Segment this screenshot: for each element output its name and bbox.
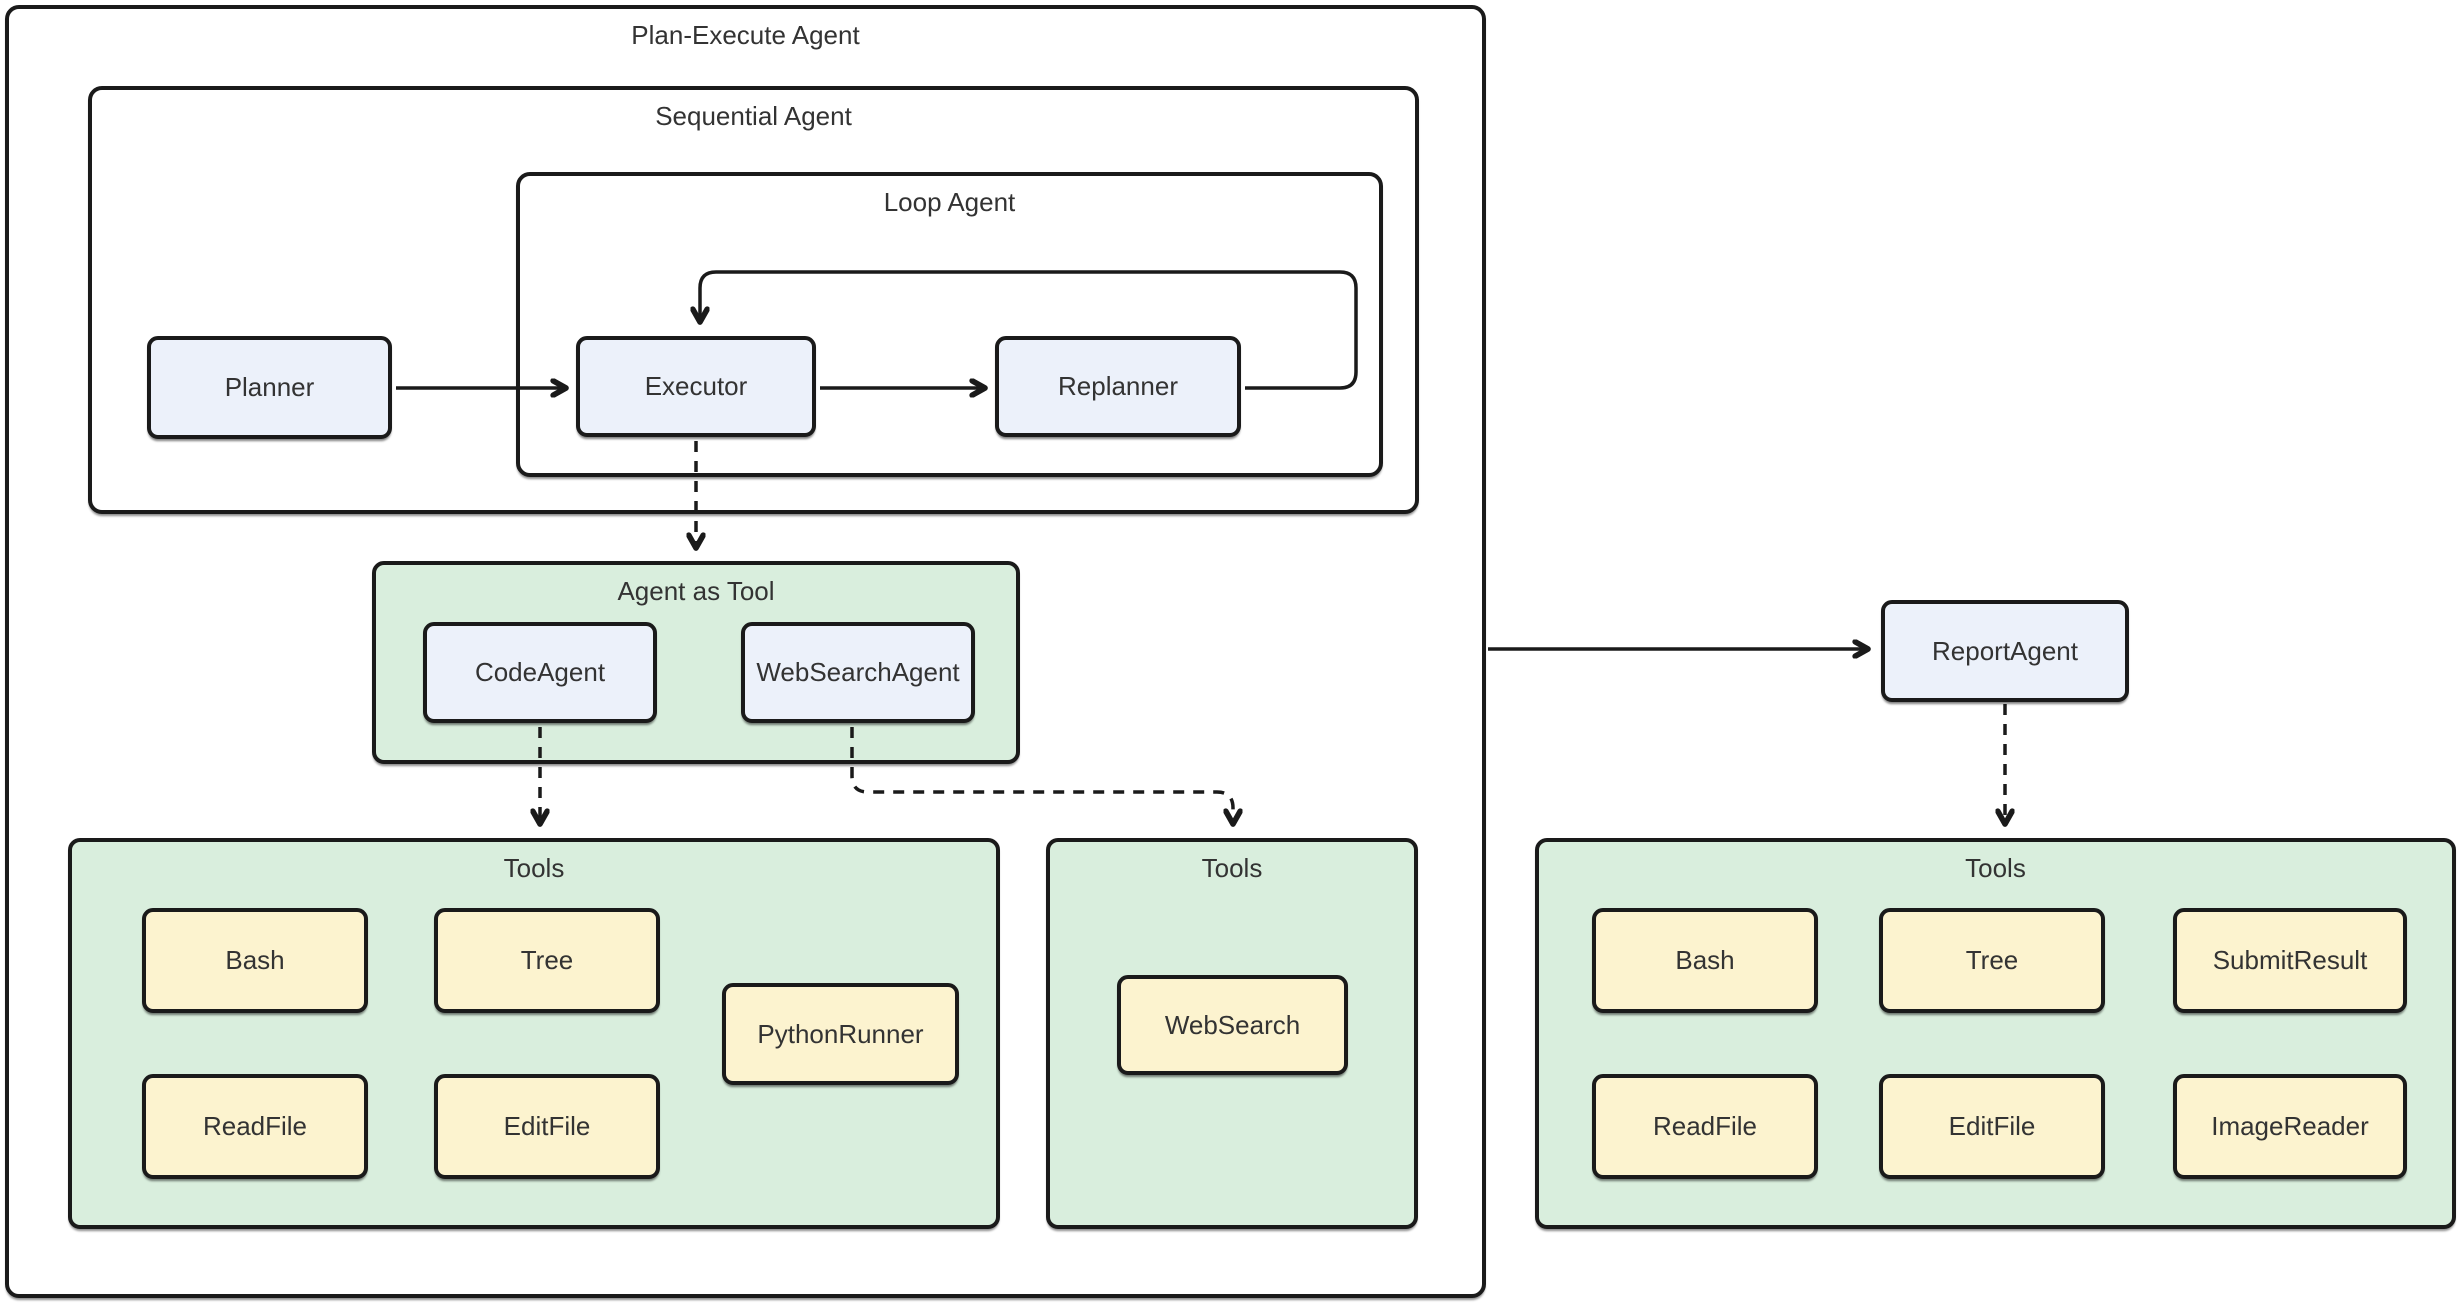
group-agent-as-tool-label: Agent as Tool [617,576,775,606]
group-tools-left-label: Tools [503,853,565,883]
node-tools-left-edit-file: EditFile [434,1074,660,1179]
node-report-agent-label: ReportAgent [1932,635,2078,666]
node-tools-right-submit-result-label: SubmitResult [2212,945,2368,975]
node-tools-left-tree: Tree [434,908,660,1013]
node-code-agent: CodeAgent [423,622,657,723]
node-tools-left-tree-label: Tree [520,945,574,975]
node-tools-right-bash-label: Bash [1675,945,1735,975]
node-tools-right-edit-file: EditFile [1879,1074,2105,1179]
node-tools-right-submit-result: SubmitResult [2173,908,2407,1013]
node-replanner: Replanner [995,336,1241,437]
container-loop-agent-label: Loop Agent [883,187,1016,217]
node-executor: Executor [576,336,816,437]
node-web-search-agent: WebSearchAgent [741,622,975,723]
node-tools-left-python-runner-label: PythonRunner [757,1018,924,1049]
node-tools-left-read-file: ReadFile [142,1074,368,1179]
container-plan-execute-agent-label: Plan-Execute Agent [631,20,860,50]
node-tools-left-bash: Bash [142,908,368,1013]
node-planner-label: Planner [224,372,315,402]
node-tools-right-read-file: ReadFile [1592,1074,1818,1179]
node-tools-right-tree: Tree [1879,908,2105,1013]
node-replanner-label: Replanner [1058,371,1178,401]
node-tools-right-edit-file-label: EditFile [1948,1111,2036,1141]
node-tools-right-image-reader: ImageReader [2173,1074,2407,1179]
node-tools-mid-web-search-label: WebSearch [1164,1009,1301,1040]
node-tools-right-tree-label: Tree [1965,945,2019,975]
node-planner: Planner [147,336,392,439]
node-tools-left-read-file-label: ReadFile [202,1111,308,1141]
group-tools-mid-label: Tools [1201,853,1263,883]
node-tools-mid-web-search: WebSearch [1117,975,1348,1075]
node-code-agent-label: CodeAgent [474,657,606,687]
node-tools-left-edit-file-label: EditFile [503,1111,591,1141]
node-web-search-agent-label: WebSearchAgent [756,657,960,687]
node-executor-label: Executor [644,371,748,401]
node-tools-right-read-file-label: ReadFile [1652,1111,1758,1141]
group-tools-right-label: Tools [1965,853,2026,883]
node-tools-left-bash-label: Bash [225,945,285,975]
container-sequential-agent-label: Sequential Agent [655,101,852,131]
node-report-agent: ReportAgent [1881,600,2129,702]
node-tools-left-python-runner: PythonRunner [722,983,959,1085]
node-tools-right-bash: Bash [1592,908,1818,1013]
node-tools-right-image-reader-label: ImageReader [2211,1111,2369,1141]
